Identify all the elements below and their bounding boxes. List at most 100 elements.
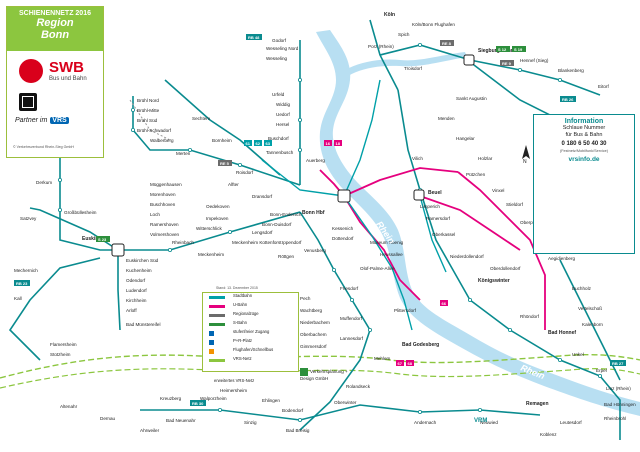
tag-s19[interactable] bbox=[512, 46, 526, 52]
tag-re5[interactable] bbox=[218, 160, 232, 166]
legend-stand: Stand: 13. Dezember 2015 bbox=[216, 286, 258, 290]
station-dot[interactable] bbox=[417, 409, 422, 414]
copyright: © Verkehrsverbund Rhein-Sieg GmbH bbox=[13, 145, 74, 149]
station-label: Godorf bbox=[272, 38, 287, 43]
tag-s12[interactable] bbox=[496, 46, 510, 52]
tag-s23[interactable] bbox=[96, 236, 110, 242]
tag-u61[interactable] bbox=[244, 140, 252, 146]
legend-label: VRS-Netz bbox=[233, 356, 252, 361]
station-label: Röttgen bbox=[278, 254, 295, 259]
station-label: Kirchheim bbox=[126, 298, 147, 303]
brand-header: SCHIENENNETZ 2016 Region Bonn bbox=[7, 7, 103, 51]
info-phone[interactable]: 0 180 6 50 40 30 bbox=[561, 141, 607, 147]
design-logo-icon bbox=[300, 368, 308, 376]
tag-u16[interactable] bbox=[324, 140, 332, 146]
line-sieg bbox=[379, 44, 601, 96]
tag-rb27-text: RB 27 bbox=[612, 361, 624, 366]
tag-u66[interactable] bbox=[440, 300, 448, 306]
line-kall bbox=[8, 257, 101, 361]
station-dot[interactable] bbox=[58, 177, 63, 182]
sb-line-1 bbox=[261, 159, 345, 197]
station-label: Heussallee bbox=[380, 252, 403, 257]
tag-rb27[interactable] bbox=[610, 360, 626, 366]
station-dot[interactable] bbox=[349, 297, 354, 302]
station-dot[interactable] bbox=[477, 407, 482, 412]
station-dot[interactable] bbox=[227, 229, 232, 234]
vrs-logo[interactable]: VRS bbox=[50, 117, 69, 124]
info-web-link[interactable]: vrsinfo.de bbox=[568, 156, 600, 163]
compass-label: N bbox=[523, 159, 527, 163]
info-line-2: für Bus & Bahn bbox=[565, 132, 603, 138]
station-dot[interactable] bbox=[58, 207, 63, 212]
station-dot[interactable] bbox=[297, 147, 302, 152]
station-label: Hangelar bbox=[456, 136, 475, 141]
hub-siegburg-marker[interactable] bbox=[463, 54, 475, 66]
station-dot[interactable] bbox=[217, 407, 222, 412]
station-label: Müggenhausen bbox=[150, 182, 182, 187]
tag-u68[interactable] bbox=[406, 360, 414, 366]
tag-re9[interactable] bbox=[500, 60, 514, 66]
line-koeln-bruehl-bonn bbox=[132, 96, 301, 186]
station-label: Oberkassel bbox=[432, 232, 455, 237]
u-line-koenigswinter bbox=[457, 171, 546, 330]
station-label: Merten bbox=[176, 151, 191, 156]
station-label: Pützchen bbox=[466, 172, 486, 177]
tag-u18[interactable] bbox=[334, 140, 342, 146]
tag-rb30[interactable] bbox=[190, 400, 206, 406]
brand-panel: SCHIENENNETZ 2016 Region Bonn SWB Bus un… bbox=[6, 6, 104, 158]
station-label: Wesseling Nord bbox=[266, 46, 299, 51]
station-dot[interactable] bbox=[367, 327, 372, 332]
station-label: Linz (Rhein) bbox=[606, 386, 631, 391]
station-label: Leutesdorf bbox=[560, 420, 582, 425]
tag-u67-text: 67 bbox=[398, 361, 403, 366]
station-dot[interactable] bbox=[331, 267, 336, 272]
station-dot[interactable] bbox=[167, 247, 172, 252]
station-dot[interactable] bbox=[598, 373, 603, 378]
station-dot[interactable] bbox=[130, 108, 135, 113]
legend: Stadtbahn U-Bahn Regionalzüge S-Bahn stu… bbox=[202, 292, 299, 372]
legend-row: Flughafen/Schnellbus bbox=[203, 347, 298, 356]
hub-beuel-marker[interactable] bbox=[413, 189, 425, 201]
station-label: Gimmersdorf bbox=[300, 344, 327, 349]
tag-re8-text: RE 8 bbox=[442, 41, 452, 46]
station-label: Olof-Palme-Allee bbox=[360, 266, 395, 271]
station-label: Dottendorf bbox=[332, 236, 354, 241]
design-text: Verkehrsplanung + Design GmbH bbox=[300, 369, 348, 381]
station-dot[interactable] bbox=[297, 417, 302, 422]
station-dot[interactable] bbox=[507, 327, 512, 332]
station-dot[interactable] bbox=[417, 43, 422, 48]
station-dot[interactable] bbox=[130, 127, 135, 132]
station-label: Oberbachem bbox=[300, 332, 327, 337]
station-label: Unkel bbox=[572, 352, 584, 357]
station-label: Kreuzberg bbox=[160, 396, 182, 401]
station-label: Sechtem bbox=[192, 116, 210, 121]
station-label: Spich bbox=[398, 32, 410, 37]
tag-rb48[interactable] bbox=[246, 34, 262, 40]
hub-bonn-hbf-marker[interactable] bbox=[337, 189, 351, 203]
tag-u67[interactable] bbox=[396, 360, 404, 366]
tag-rb23[interactable] bbox=[14, 280, 30, 286]
swb-emblem-icon bbox=[19, 59, 43, 83]
station-label: Rolandseck bbox=[346, 384, 371, 389]
station-label: Ehlingen bbox=[262, 398, 280, 403]
station-dot[interactable] bbox=[297, 78, 302, 83]
station-label: Bad Hönningen bbox=[604, 402, 636, 407]
tag-re8[interactable] bbox=[440, 40, 454, 46]
station-dot[interactable] bbox=[237, 162, 242, 167]
tag-rb26[interactable] bbox=[560, 96, 576, 102]
hub-label-remagen: Remagen bbox=[526, 401, 549, 407]
station-label: Köln/Bonn Flughafen bbox=[412, 22, 455, 27]
station-dot[interactable] bbox=[558, 78, 563, 83]
station-label: Muffendorf bbox=[340, 316, 363, 321]
station-dot[interactable] bbox=[558, 357, 563, 362]
station-dot[interactable] bbox=[467, 297, 472, 302]
station-dot[interactable] bbox=[187, 147, 192, 152]
station-dot[interactable] bbox=[297, 118, 302, 123]
swb-logo[interactable]: SWB Bus und Bahn bbox=[15, 59, 95, 89]
tag-u62[interactable] bbox=[254, 140, 262, 146]
station-dot[interactable] bbox=[518, 68, 523, 73]
tag-u63[interactable] bbox=[264, 140, 272, 146]
hub-euskirchen-marker[interactable] bbox=[111, 243, 125, 257]
station-label: Bad Neuenahr bbox=[166, 418, 196, 423]
vrm-logo[interactable]: VRM bbox=[474, 418, 488, 424]
